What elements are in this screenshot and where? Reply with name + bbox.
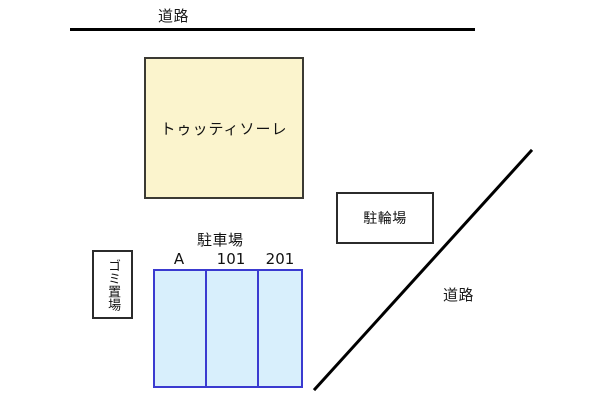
bicycle-parking-label: 駐輪場 — [363, 211, 407, 227]
parking-stall-101 — [205, 271, 257, 386]
parking-stall-number: 201 — [265, 250, 295, 268]
bicycle-parking-box: 駐輪場 — [336, 192, 434, 244]
parking-stall-number: A — [173, 250, 185, 268]
road-line-diagonal — [312, 148, 534, 392]
road-line-top — [70, 28, 475, 31]
parking-stall-number-row: A 101 201 — [153, 250, 303, 268]
trash-area-box: ゴミ置場 — [92, 250, 133, 319]
parking-lot-title: 駐車場 — [197, 231, 244, 249]
parking-stall-number: 101 — [216, 250, 246, 268]
parking-stall-201 — [257, 271, 301, 386]
road-label-top: 道路 — [158, 7, 190, 25]
parking-stall-a — [155, 271, 205, 386]
building-block: トゥッティソーレ — [144, 57, 304, 199]
parking-lot-grid — [153, 269, 303, 388]
building-name-label: トゥッティソーレ — [160, 119, 288, 138]
trash-area-label: ゴミ置場 — [105, 258, 121, 311]
road-label-diagonal: 道路 — [443, 286, 475, 304]
